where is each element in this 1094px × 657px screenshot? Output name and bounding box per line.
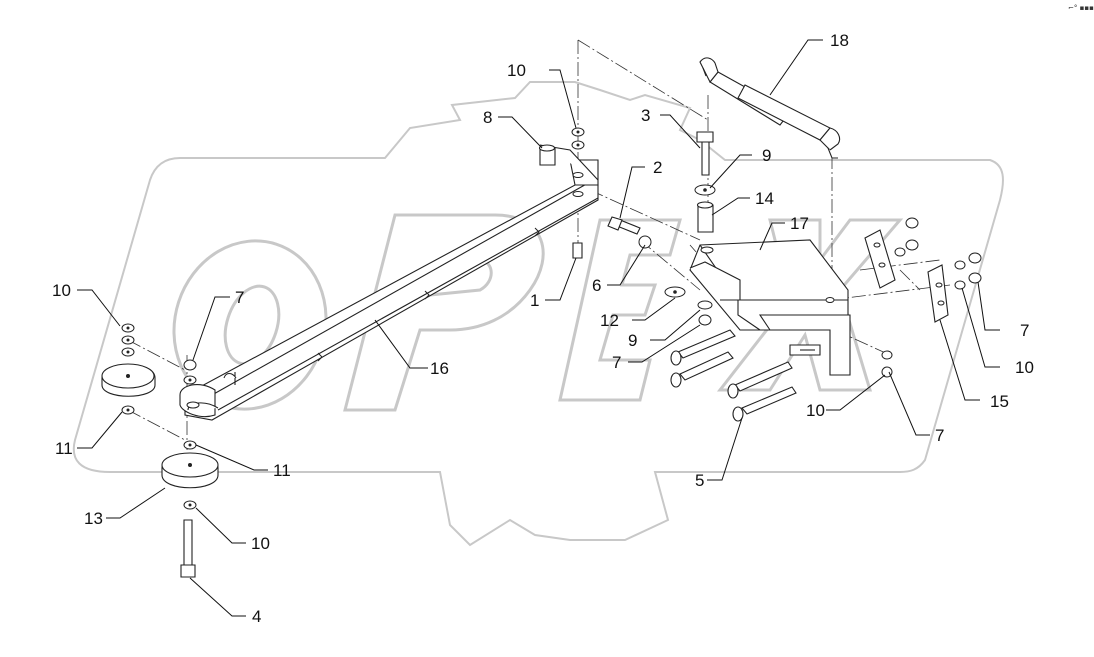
short-bolts — [572, 216, 641, 259]
label-15: 15 — [990, 392, 1009, 411]
beam-holes — [186, 172, 584, 409]
label-16: 16 — [430, 359, 449, 378]
label-11-left: 11 — [55, 439, 73, 458]
watermark-gear — [72, 81, 1004, 547]
label-8: 8 — [483, 108, 492, 127]
label-2: 2 — [653, 158, 662, 177]
label-7-mid: 7 — [612, 353, 621, 372]
bracket-holes — [700, 246, 835, 303]
label-1: 1 — [530, 291, 539, 310]
corner-mark: ⌐° ▪▪▪ — [1068, 4, 1094, 12]
main-beam — [179, 144, 599, 421]
label-3: 3 — [641, 106, 650, 125]
vertical-bolts — [180, 131, 714, 578]
gas-strut — [699, 57, 841, 159]
label-14: 14 — [755, 189, 774, 208]
label-12: 12 — [600, 311, 619, 330]
spacer-sleeve — [538, 144, 714, 233]
label-5: 5 — [695, 471, 704, 490]
washer-holes — [126, 130, 707, 507]
plate-holes — [873, 242, 945, 306]
label-10-bottom: 10 — [251, 534, 270, 553]
label-18: 18 — [830, 31, 849, 50]
bracket — [689, 239, 851, 376]
label-10-mid: 10 — [806, 401, 825, 420]
label-11-mid: 11 — [273, 461, 291, 480]
beam-marks — [317, 227, 540, 362]
label-6: 6 — [592, 276, 601, 295]
label-7-bottom: 7 — [935, 426, 944, 445]
label-9-top: 9 — [762, 146, 771, 165]
label-10-right: 10 — [1015, 358, 1034, 377]
leader-lines — [77, 39, 1000, 617]
callout-labels: 18 10 8 3 9 2 14 17 6 1 7 10 12 9 7 16 7… — [52, 31, 1034, 626]
label-17: 17 — [790, 214, 809, 233]
label-7-right: 7 — [1020, 321, 1029, 340]
long-bolts — [670, 329, 797, 422]
label-13: 13 — [84, 509, 103, 528]
rubber-mounts — [101, 363, 219, 489]
label-10-top: 10 — [507, 61, 526, 80]
label-7-left: 7 — [235, 288, 244, 307]
washers — [121, 127, 982, 510]
label-4: 4 — [252, 607, 261, 626]
label-10-left: 10 — [52, 281, 71, 300]
plates — [864, 229, 949, 323]
label-9-mid: 9 — [628, 331, 637, 350]
